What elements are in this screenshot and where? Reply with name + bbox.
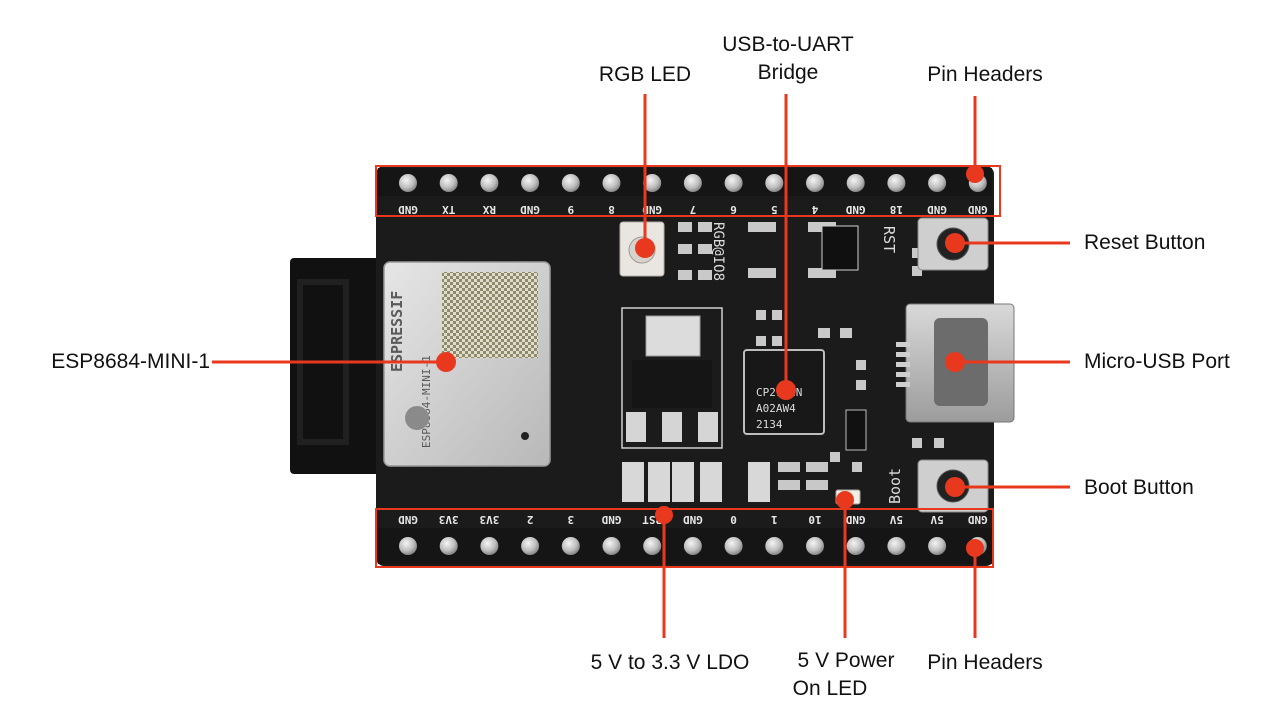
top-pin-label: GND — [642, 203, 662, 216]
ldo-leg-2 — [662, 412, 682, 442]
top-pin-label: 4 — [811, 203, 818, 216]
ldo-body — [632, 360, 712, 408]
module-logo — [405, 406, 429, 430]
bottom-pin-label: GND — [967, 513, 987, 526]
top-pin — [561, 174, 580, 192]
top-pin — [846, 174, 865, 192]
power-led-label-line1: 5 V Power — [797, 649, 895, 672]
top-pin-label: 7 — [690, 203, 697, 216]
module-brand-text: ESPRESSIF — [388, 291, 406, 372]
top-pin — [765, 174, 784, 192]
top-pin — [724, 174, 743, 192]
bottom-pin — [887, 537, 906, 555]
bottom-pin-label: 10 — [808, 513, 821, 526]
bottom-pin-label: 3 — [567, 513, 574, 526]
bottom-pin-label: 1 — [771, 513, 778, 526]
top-pin — [602, 174, 621, 192]
bottom-pin-label: GND — [683, 513, 703, 526]
bottom-header-callout-box — [375, 508, 994, 568]
rgb-led-label: RGB LED — [598, 63, 692, 86]
top-pin — [887, 174, 906, 192]
bottom-pin — [602, 537, 621, 555]
ldo-tab — [645, 315, 701, 357]
bottom-pin — [561, 537, 580, 555]
bottom-pin — [765, 537, 784, 555]
module-label: ESP8684-MINI-1 — [51, 350, 210, 373]
bottom-pin-label: 3V3 — [479, 513, 499, 526]
bottom-pin — [928, 537, 947, 555]
top-pin-label: GND — [520, 203, 540, 216]
micro-usb-pins — [896, 342, 910, 387]
ldo-label: 5 V to 3.3 V LDO — [590, 651, 750, 674]
top-pin-label: RX — [482, 203, 496, 216]
top-pin — [928, 174, 947, 192]
top-pin-label: GND — [845, 203, 865, 216]
usb-uart-label-line1: USB-to-UART — [722, 33, 854, 56]
top-pin-label: 5 — [771, 203, 778, 216]
top-pin — [643, 174, 662, 192]
power-led-label-line2: On LED — [792, 677, 868, 700]
top-pin-label: 8 — [608, 203, 615, 216]
ldo-leg-1 — [626, 412, 646, 442]
top-pin-label: 6 — [730, 203, 737, 216]
top-pin-labels: GND TX RX GND 9 8 GND 7 6 5 4 GND 18 GND GND — [398, 203, 988, 216]
top-pin-label: 9 — [567, 203, 574, 216]
bottom-pin — [683, 537, 702, 555]
top-pin — [399, 174, 417, 192]
transistor — [821, 225, 859, 271]
top-header-callout-box — [375, 165, 1001, 217]
rgb-silk: RGB@IO8 — [710, 222, 726, 281]
chip-text-2: A02AW4 — [756, 402, 796, 415]
bottom-pin-label: 2 — [527, 513, 534, 526]
top-pin-label: TX — [442, 203, 456, 216]
pin-headers-top-label: Pin Headers — [927, 63, 1043, 86]
bottom-pin — [521, 537, 540, 555]
module-name-text: ESP8684-MINI-1 — [420, 355, 433, 448]
callout-lines — [212, 94, 1070, 638]
bottom-pin — [846, 537, 865, 555]
module-qr-code — [442, 272, 538, 358]
bottom-pin — [399, 537, 417, 555]
usb-uart-label-line2: Bridge — [757, 61, 819, 84]
micro-usb-label: Micro-USB Port — [1084, 350, 1230, 373]
bottom-pin — [724, 537, 743, 555]
bottom-pin — [643, 537, 662, 555]
callout-dots — [436, 165, 984, 557]
top-pin-label: GND — [398, 203, 418, 216]
reset-button-label: Reset Button — [1084, 231, 1206, 254]
bottom-pin — [480, 537, 499, 555]
bottom-pin-label: GND — [601, 513, 621, 526]
bottom-pin-label: 0 — [730, 513, 737, 526]
bottom-pin-row — [399, 537, 987, 555]
module-pin1-dot — [521, 432, 529, 440]
top-pin — [521, 174, 540, 192]
top-pin-label: 18 — [890, 203, 903, 216]
top-pin — [480, 174, 499, 192]
ldo-outline — [621, 307, 723, 449]
bottom-pin-label: GND — [398, 513, 418, 526]
bottom-pin-label: GND — [845, 513, 865, 526]
top-pin — [439, 174, 458, 192]
bottom-pin — [806, 537, 824, 555]
passive-components — [622, 409, 867, 502]
boot-button-label: Boot Button — [1084, 476, 1194, 499]
pin-headers-bottom-label: Pin Headers — [927, 651, 1043, 674]
top-pin — [806, 174, 824, 192]
top-pin-label: GND — [967, 203, 987, 216]
bottom-pin-label: 5V — [889, 513, 903, 526]
chip-text-3: 2134 — [756, 418, 783, 431]
ldo-leg-3 — [698, 412, 718, 442]
bottom-pin — [439, 537, 458, 555]
top-pin — [683, 174, 702, 192]
top-pin-label: GND — [927, 203, 947, 216]
bottom-pin-label: 5V — [930, 513, 944, 526]
top-pin-row — [399, 174, 987, 192]
rst-silk: RST — [880, 226, 898, 253]
bottom-pin-label: 3V3 — [439, 513, 459, 526]
boot-silk: Boot — [886, 468, 904, 504]
